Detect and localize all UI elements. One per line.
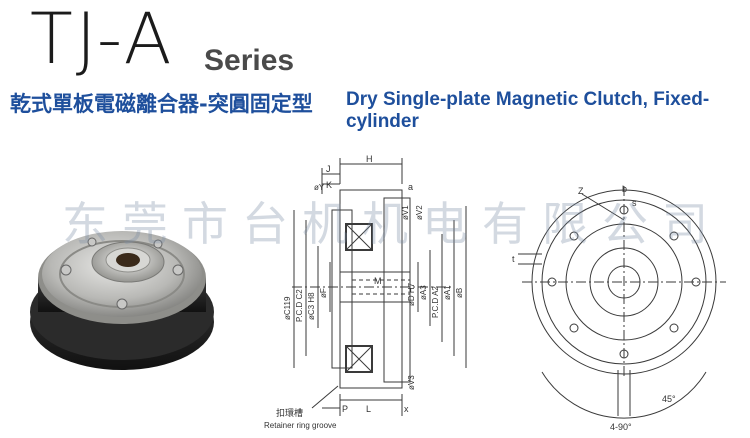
dim-Y: øY bbox=[314, 183, 325, 192]
dim-D: øD H7 bbox=[407, 282, 416, 306]
dim-C119: øC119 bbox=[283, 296, 292, 320]
dim-K: K bbox=[326, 180, 332, 190]
model-title: TJ-A bbox=[30, 0, 175, 80]
dim-B: øB bbox=[455, 288, 464, 298]
dim-V1: øV1 bbox=[401, 205, 410, 220]
dim-F: øF bbox=[319, 288, 328, 298]
dim-M: M bbox=[374, 276, 382, 286]
front-view-drawing: b Z t s 45° 4-90° bbox=[512, 184, 726, 432]
dim-c3: øC3 H8 bbox=[307, 292, 316, 320]
front-angle-90: 4-90° bbox=[610, 422, 632, 432]
dim-P: P bbox=[342, 404, 348, 414]
side-section-drawing: H J K øY a M øC119 P.C.D C2 øC3 H8 øF øD… bbox=[264, 154, 467, 430]
subtitle-chinese: 乾式單板電磁離合器-突圓固定型 bbox=[10, 92, 313, 116]
subtitle-bar: 乾式單板電磁離合器-突圓固定型 Dry Single-plate Magneti… bbox=[0, 86, 750, 132]
clutch-photo bbox=[30, 231, 214, 370]
front-dim-t: t bbox=[512, 254, 515, 264]
dim-H: H bbox=[366, 154, 373, 164]
dim-A3: øA3 bbox=[419, 285, 428, 300]
dim-V3: øV3 bbox=[407, 375, 416, 390]
watermark-text: 东莞市台机机电有限公司 bbox=[62, 197, 722, 251]
retainer-label-en: Retainer ring groove bbox=[264, 421, 337, 430]
retainer-label-cn: 扣環槽 bbox=[276, 407, 303, 418]
front-dim-s: s bbox=[632, 198, 637, 208]
front-dim-Z: Z bbox=[578, 186, 584, 196]
subtitle-english: Dry Single-plate Magnetic Clutch, Fixed-… bbox=[346, 89, 710, 132]
dim-pcd-a2: P.C.D A2 bbox=[431, 286, 440, 318]
front-angle-45: 45° bbox=[662, 394, 676, 404]
dim-x: x bbox=[404, 404, 409, 414]
front-dim-b: b bbox=[622, 184, 627, 194]
dim-J: J bbox=[326, 164, 331, 174]
series-label: Series bbox=[204, 44, 295, 77]
dim-A1: øA1 bbox=[443, 285, 452, 300]
dim-pcd-c2: P.C.D C2 bbox=[295, 289, 304, 322]
dim-V2: øV2 bbox=[415, 205, 424, 220]
dim-a: a bbox=[408, 182, 413, 192]
dim-L: L bbox=[366, 404, 371, 414]
